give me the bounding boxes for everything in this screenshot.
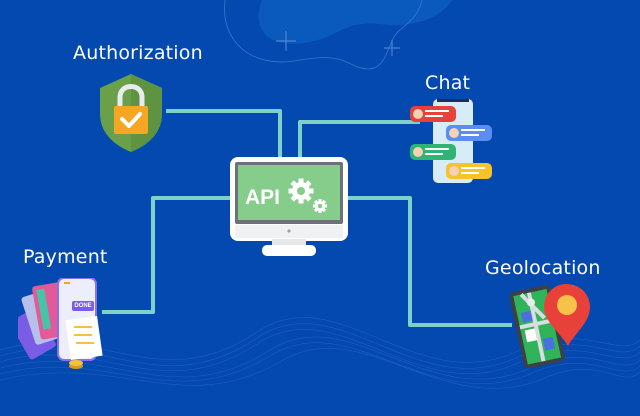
api-monitor: API xyxy=(230,157,348,256)
connector-payment xyxy=(102,196,232,314)
chat-phone-icon xyxy=(410,99,492,183)
chat-bubble-red xyxy=(410,106,456,122)
done-button: DONE xyxy=(72,301,94,311)
wave-lines xyxy=(0,317,640,389)
authorization-label: Authorization xyxy=(73,42,203,64)
payment-label: Payment xyxy=(23,246,108,268)
geolocation-label: Geolocation xyxy=(485,257,601,279)
api-label: API xyxy=(245,186,280,209)
small-gear-icon xyxy=(313,199,327,213)
connector-authorization xyxy=(166,109,282,160)
chat-bubble-blue xyxy=(446,125,492,141)
top-curve xyxy=(224,0,423,70)
connector-chat xyxy=(298,120,420,160)
chat-bubble-green xyxy=(410,144,456,160)
gear-icon xyxy=(288,178,314,204)
connector-geolocation xyxy=(346,196,512,327)
plus-decorations xyxy=(276,31,400,56)
shield-lock-icon xyxy=(100,74,162,152)
location-pin xyxy=(544,284,590,346)
map-pin-phone-icon xyxy=(509,284,590,369)
payment-cards-icon: DONE xyxy=(18,278,108,370)
top-blob xyxy=(258,0,452,44)
chat-bubble-yellow xyxy=(446,163,492,179)
chat-label: Chat xyxy=(425,72,471,94)
